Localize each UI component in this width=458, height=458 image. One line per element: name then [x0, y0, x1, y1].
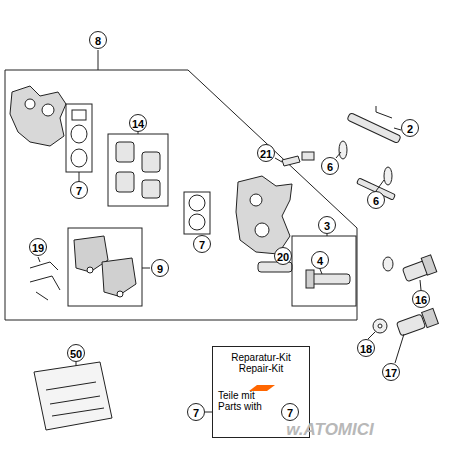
callout-number: 2: [401, 119, 419, 137]
callout-number: 14: [129, 114, 147, 132]
callout-number: 18: [357, 339, 375, 357]
watermark: w.ATOMICI: [286, 420, 374, 440]
callout-number: 50: [67, 344, 85, 362]
callout-number: 16: [412, 290, 430, 308]
callout-number: 6: [367, 191, 385, 209]
callout-number: 7: [70, 181, 88, 199]
callout-number: 4: [311, 251, 329, 269]
callout-number: 7: [187, 403, 205, 421]
callout-number: 7: [281, 403, 299, 421]
callout-number: 21: [257, 144, 275, 162]
caliper-half: [236, 176, 292, 254]
kit-title: Reparatur-Kit Repair-Kit: [218, 352, 304, 374]
callout-number: 6: [321, 157, 339, 175]
callout-number: 19: [29, 238, 47, 256]
callout-number: 20: [274, 247, 292, 265]
callout-number: 17: [382, 363, 400, 381]
callout-number: 8: [89, 31, 107, 49]
callout-number: 3: [318, 216, 336, 234]
caliper-half: [10, 86, 66, 146]
kit-note: Teile mit Parts with: [218, 390, 270, 412]
assembly-outline: [5, 70, 357, 320]
callout-number: 9: [151, 259, 169, 277]
callout-number: 7: [193, 235, 211, 253]
